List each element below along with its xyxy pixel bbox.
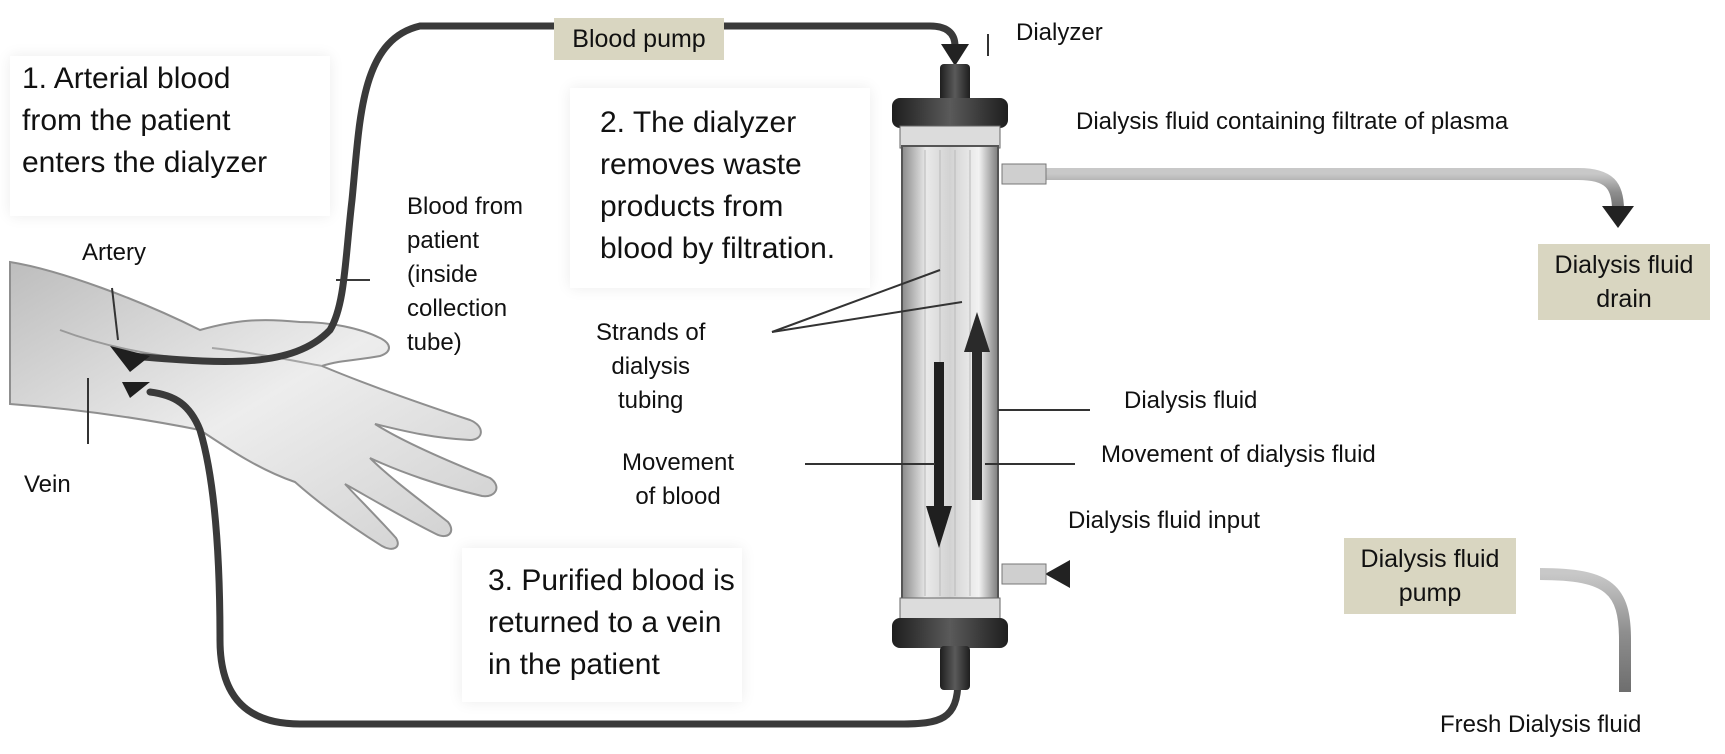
dialyzer-label: Dialyzer xyxy=(1016,19,1103,46)
strands-label: Strands of dialysis tubing xyxy=(596,319,706,414)
vein-arrow-icon xyxy=(122,382,150,398)
step1-panel xyxy=(10,56,330,216)
pump-outlet-arrow-icon xyxy=(941,44,969,66)
movement-of-blood-label: Movement of blood xyxy=(622,449,735,510)
dialysis-fluid-drain-box: Dialysis fluid drain xyxy=(1538,244,1710,320)
step1-text: 1. Arterial blood from the patient enter… xyxy=(22,62,268,179)
artery-pointer xyxy=(111,287,119,341)
pointer-lines xyxy=(771,34,1090,465)
dialysis-fluid-pump-label: Dialysis fluid pump xyxy=(1360,545,1500,607)
fluid-flow-up-arrow-icon xyxy=(964,312,990,500)
step3-panel xyxy=(462,548,742,702)
fluid-with-filtrate-label: Dialysis fluid containing filtrate of pl… xyxy=(1076,108,1509,135)
vein-label: Vein xyxy=(24,471,71,498)
dialyzer-cylinder-icon xyxy=(892,64,1008,690)
fluid-outlet-pipe xyxy=(1001,163,1634,228)
fresh-fluid-label: Fresh Dialysis fluid xyxy=(1440,711,1642,738)
fluid-input-label: Dialysis fluid input xyxy=(1068,507,1261,534)
arterial-tube xyxy=(126,22,959,366)
blood-from-patient-label: Blood from patient (inside collection tu… xyxy=(407,193,524,356)
artery-arrow-icon xyxy=(110,346,150,372)
blood-pump-box: Blood pump xyxy=(554,18,724,60)
fluid-inlet-pipe xyxy=(1001,560,1631,692)
step2-panel xyxy=(570,88,870,288)
blood-flow-down-arrow-icon xyxy=(926,362,952,548)
dialysis-fluid-drain-label: Dialysis fluid drain xyxy=(1554,251,1694,313)
step3-text: 3. Purified blood is returned to a vein … xyxy=(488,564,735,681)
step2-text: 2. The dialyzer removes waste products f… xyxy=(600,106,836,265)
artery-label: Artery xyxy=(82,239,147,266)
venous-tube xyxy=(146,388,962,728)
blood-pump-label: Blood pump xyxy=(572,25,706,53)
dialysis-fluid-pump-box: Dialysis fluid pump xyxy=(1344,538,1516,614)
movement-of-fluid-label: Movement of dialysis fluid xyxy=(1101,441,1376,468)
dialysis-fluid-label: Dialysis fluid xyxy=(1124,387,1258,414)
